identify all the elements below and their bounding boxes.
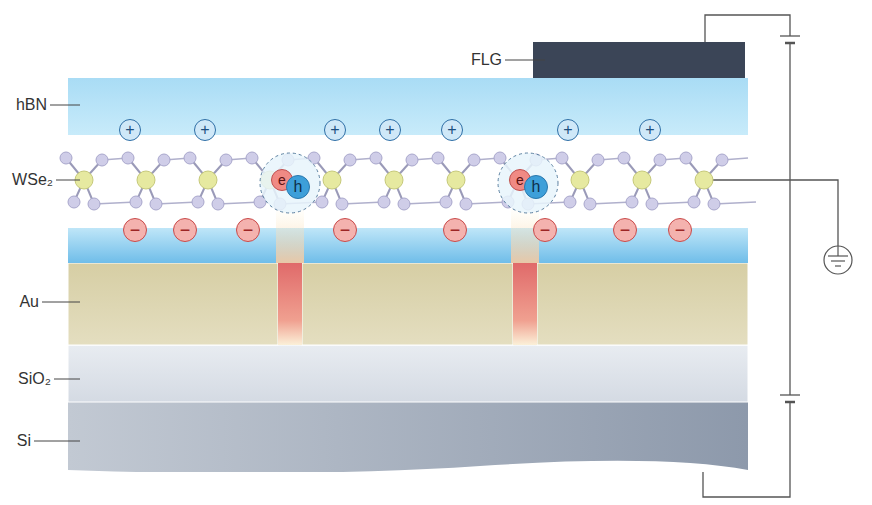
charge-symbol: −	[620, 221, 631, 239]
charge-symbol: −	[540, 221, 551, 239]
positive-charge: +	[379, 119, 401, 141]
negative-charge: −	[173, 218, 197, 242]
charge-symbol: +	[125, 122, 134, 138]
au-electrode	[302, 263, 513, 345]
negative-charge: −	[668, 218, 692, 242]
gap-glow	[513, 263, 537, 345]
positive-charge: +	[119, 119, 141, 141]
layer-label: Au	[19, 293, 39, 311]
au-electrode	[68, 263, 278, 345]
charge-symbol: e	[516, 173, 524, 187]
exciton-outline	[260, 153, 558, 213]
au-electrode	[537, 263, 748, 345]
charge-symbol: +	[330, 122, 339, 138]
charge-symbol: −	[243, 221, 254, 239]
gap-glow	[278, 263, 302, 345]
charge-symbol: −	[340, 221, 351, 239]
layer-label: WSe₂	[12, 171, 53, 189]
layer-label: FLG	[471, 51, 502, 69]
layer-label: hBN	[16, 96, 47, 114]
positive-charge: +	[639, 119, 661, 141]
charge-symbol: +	[645, 122, 654, 138]
negative-charge: −	[123, 218, 147, 242]
negative-charge: −	[533, 218, 557, 242]
negative-charge: −	[613, 218, 637, 242]
sio2-layer	[68, 345, 748, 402]
charge-symbol: h	[294, 179, 303, 195]
negative-charge: −	[236, 218, 260, 242]
wse2-lattice	[60, 152, 756, 210]
hole: h	[286, 175, 310, 199]
charge-symbol: +	[385, 122, 394, 138]
charge-symbol: +	[447, 122, 456, 138]
hole: h	[524, 175, 548, 199]
layer-label: Si	[17, 432, 31, 450]
negative-charge: −	[333, 218, 357, 242]
hbn-bottom-layer	[68, 228, 748, 263]
positive-charge: +	[194, 119, 216, 141]
positive-charge: +	[557, 119, 579, 141]
positive-charge: +	[441, 119, 463, 141]
leader-line	[34, 60, 545, 441]
charge-symbol: h	[532, 179, 541, 195]
charge-symbol: e	[278, 173, 286, 187]
positive-charge: +	[324, 119, 346, 141]
flg-layer	[533, 42, 745, 78]
negative-charge: −	[443, 218, 467, 242]
charge-symbol: −	[450, 221, 461, 239]
charge-symbol: −	[675, 221, 686, 239]
charge-symbol: +	[563, 122, 572, 138]
charge-symbol: −	[130, 221, 141, 239]
charge-symbol: −	[180, 221, 191, 239]
charge-symbol: +	[200, 122, 209, 138]
ground-symbol	[824, 246, 852, 274]
exciton-glow	[276, 205, 304, 263]
layer-label: SiO₂	[18, 370, 51, 388]
